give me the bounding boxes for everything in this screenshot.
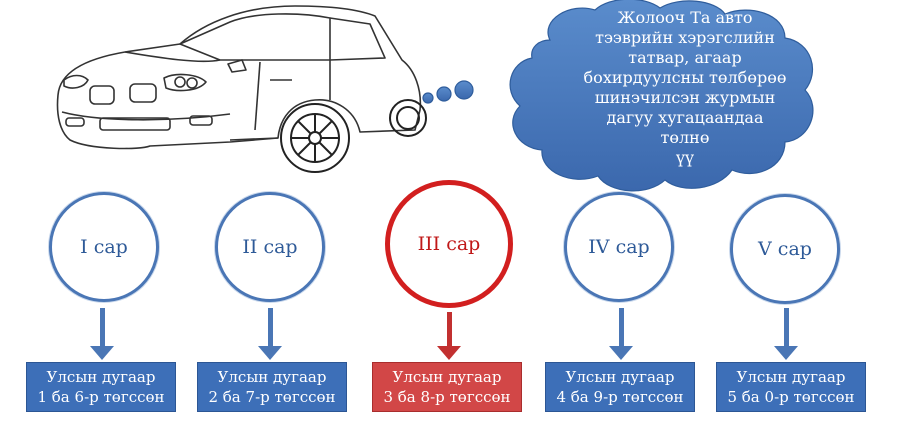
plate-line1-1: Улсын дугаар	[46, 368, 156, 386]
arrow-shaft-2	[268, 308, 273, 348]
month-circle-4: IV сар	[564, 192, 674, 302]
plate-line2-5: 5 ба 0-р төгссөн	[727, 388, 855, 406]
month-circle-2: II сар	[215, 192, 325, 302]
arrow-shaft-1	[100, 308, 105, 348]
plate-box-5: Улсын дугаар 5 ба 0-р төгссөн	[716, 362, 866, 412]
plate-line1-3: Улсын дугаар	[392, 368, 502, 386]
arrow-down-icon	[437, 346, 461, 360]
arrow-shaft-4	[619, 308, 624, 348]
plate-line2-2: 2 ба 7-р төгссөн	[208, 388, 336, 406]
arrow-shaft-3	[447, 312, 452, 348]
month-label-1: I сар	[80, 236, 128, 258]
month-label-3: III сар	[417, 233, 481, 255]
month-circle-5: V сар	[730, 194, 840, 304]
plate-line1-2: Улсын дугаар	[217, 368, 327, 386]
arrow-shaft-5	[784, 308, 789, 348]
plate-line1-4: Улсын дугаар	[565, 368, 675, 386]
car-illustration	[56, 5, 427, 173]
month-label-4: IV сар	[588, 236, 650, 258]
month-label-5: V сар	[758, 238, 812, 260]
plate-line2-1: 1 ба 6-р төгссөн	[37, 388, 165, 406]
arrow-down-icon	[774, 346, 798, 360]
arrow-down-icon	[609, 346, 633, 360]
plate-line2-3: 3 ба 8-р төгссөн	[383, 388, 511, 406]
plate-box-3-highlighted: Улсын дугаар 3 ба 8-р төгссөн	[372, 362, 522, 412]
month-circle-1: I сар	[49, 192, 159, 302]
month-label-2: II сар	[242, 236, 298, 258]
plate-box-4: Улсын дугаар 4 ба 9-р төгссөн	[545, 362, 695, 412]
plate-line2-4: 4 ба 9-р төгссөн	[556, 388, 684, 406]
month-circle-3-highlighted: III сар	[385, 180, 513, 308]
arrow-down-icon	[258, 346, 282, 360]
plate-box-1: Улсын дугаар 1 ба 6-р төгссөн	[26, 362, 176, 412]
thought-cloud-shape	[422, 0, 814, 192]
plate-line1-5: Улсын дугаар	[736, 368, 846, 386]
speech-bubble-text: Жолооч Та авто тээврийн хэрэгслийн татва…	[583, 8, 787, 167]
arrow-down-icon	[90, 346, 114, 360]
plate-box-2: Улсын дугаар 2 ба 7-р төгссөн	[197, 362, 347, 412]
